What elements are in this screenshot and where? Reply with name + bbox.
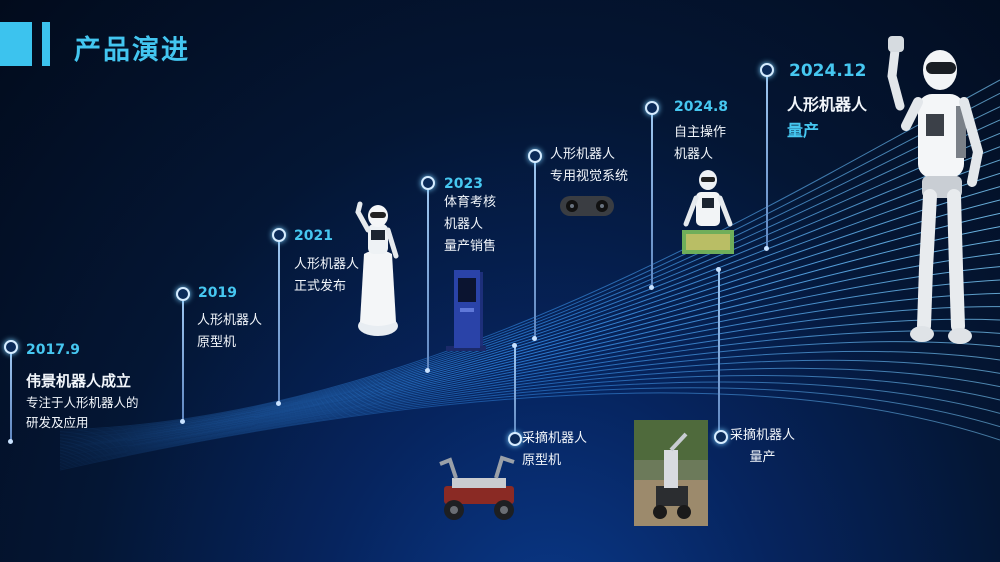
timeline-line-2017	[10, 350, 12, 442]
milestone-vision-desc: 人形机器人专用视觉系统	[550, 147, 629, 184]
stereo-camera-icon	[560, 196, 614, 216]
timeline-dot-vision	[528, 149, 542, 163]
timeline-end-2023	[425, 368, 430, 373]
timeline-line-2024-12	[766, 72, 768, 250]
milestone-2019-year: 2019	[198, 285, 237, 301]
timeline-end-2019	[180, 419, 185, 424]
timeline-line-pick1	[514, 346, 516, 440]
timeline-end-2024-8	[649, 285, 654, 290]
milestone-2023-desc: 体育考核机器人量产销售	[444, 195, 497, 254]
timeline-end-2017	[8, 439, 13, 444]
milestone-2024-8-desc: 自主操作机器人	[674, 125, 727, 162]
milestone-2017-desc: 专注于人形机器人的研发及应用	[26, 395, 139, 430]
humanoid-robot-icon	[887, 36, 984, 344]
timeline-dot-2023	[421, 176, 435, 190]
timeline-line-2024-8	[651, 110, 653, 288]
operator-robot-icon	[682, 170, 734, 254]
milestone-2021-year: 2021	[294, 228, 333, 244]
timeline-end-2024-12	[764, 246, 769, 251]
timeline-dot-2024-8	[645, 101, 659, 115]
timeline-dot-2024-12	[760, 63, 774, 77]
timeline-line-pick2	[718, 270, 720, 436]
timeline-dot-2017	[4, 340, 18, 354]
kiosk-icon	[446, 270, 486, 351]
milestone-pick2-desc: 采摘机器人量产	[730, 428, 796, 465]
timeline-dot-pick1	[508, 432, 522, 446]
milestone-pick1-desc: 采摘机器人原型机	[522, 431, 588, 468]
service-robot-icon	[355, 201, 399, 336]
timeline-dot-2019	[176, 287, 190, 301]
milestone-2024-12-desc: 人形机器人量产	[787, 95, 868, 140]
timeline-end-vision	[532, 336, 537, 341]
timeline-line-2019	[182, 296, 184, 422]
milestone-2024-8-year: 2024.8	[674, 99, 729, 115]
timeline-line-vision	[534, 158, 536, 340]
timeline-end-pick2	[716, 267, 721, 272]
milestone-2017-year: 2017.9	[26, 342, 81, 358]
milestone-2019-desc: 人形机器人原型机	[197, 313, 263, 350]
picking-robot-icon	[439, 455, 515, 520]
timeline-line-2023	[427, 186, 429, 372]
milestone-2023-year: 2023	[444, 176, 483, 192]
timeline-dot-pick2	[714, 430, 728, 444]
milestone-2017-title: 伟景机器人成立	[26, 372, 132, 390]
title-accent-bars	[0, 22, 52, 70]
timeline-line-2021	[278, 238, 280, 404]
timeline-end-pick1	[512, 343, 517, 348]
timeline-dot-2021	[272, 228, 286, 242]
farm-robot-icon	[634, 420, 708, 526]
milestone-2024-12-year: 2024.12	[789, 61, 867, 81]
page-title: 产品演进	[74, 35, 190, 66]
milestone-2021-desc: 人形机器人正式发布	[294, 257, 360, 294]
timeline-end-2021	[276, 401, 281, 406]
